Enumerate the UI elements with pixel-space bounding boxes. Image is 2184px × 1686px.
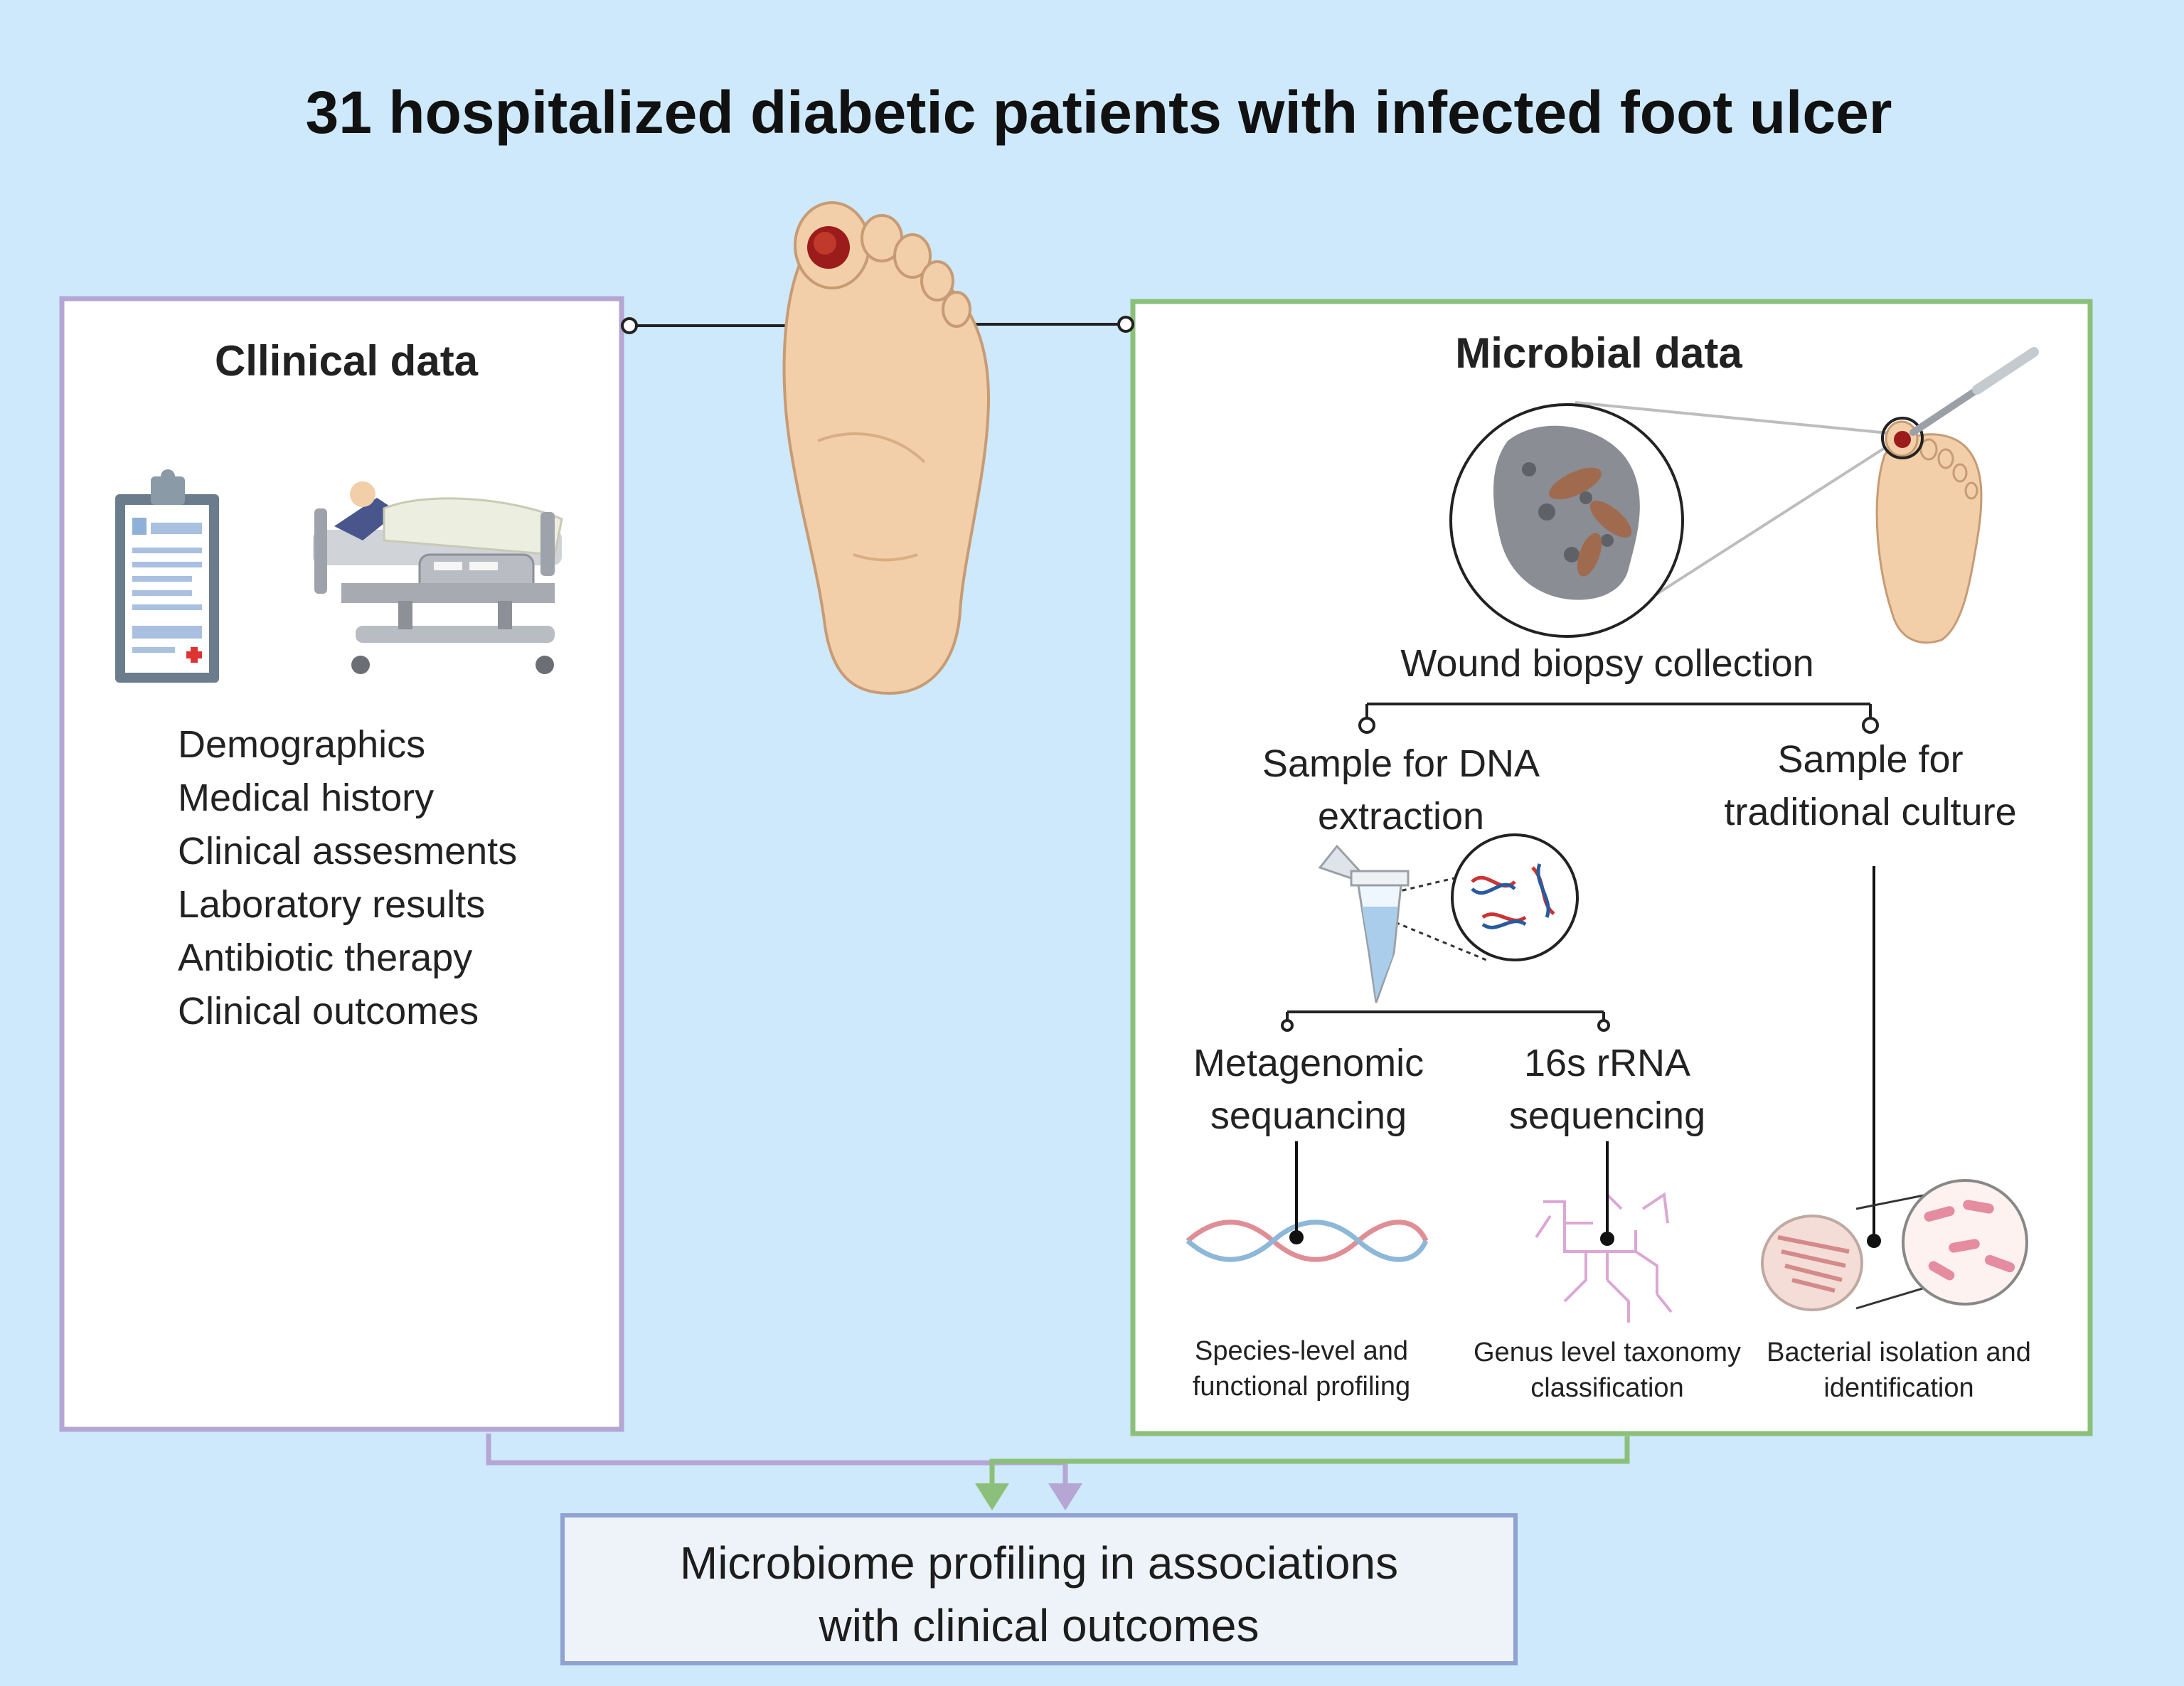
species-profiling-line: Species-level and: [1195, 1336, 1408, 1366]
genus-taxonomy-line: Genus level taxonomy: [1474, 1338, 1741, 1367]
rrna-line: sequencing: [1508, 1094, 1706, 1137]
hospital-bed-icon: [313, 481, 563, 674]
small-foot-icon: [1875, 347, 2039, 644]
biopsy-label: Wound biopsy collection: [1400, 642, 1814, 685]
culture-sample-line: Sample for: [1777, 738, 1964, 781]
dna-helix-icon: [1471, 863, 1555, 929]
species-profiling-label: Species-level and functional profiling: [1159, 1333, 1444, 1404]
microbial-panel-title: Microbial data: [1455, 329, 1742, 377]
bacterial-isolation-label: Bacterial isolation and identification: [1757, 1335, 2041, 1406]
bacterial-isolation-line: identification: [1823, 1373, 1974, 1403]
biopsy-branch-connector: [1358, 703, 1879, 734]
list-item: Antibiotic therapy: [178, 937, 473, 979]
rrna-line: 16s rRNA: [1523, 1042, 1691, 1084]
clipboard-icon: [115, 469, 219, 683]
metagenomic-line: Metagenomic: [1193, 1042, 1424, 1084]
bacterial-isolation-line: Bacterial isolation and: [1767, 1338, 2031, 1367]
list-item: Laboratory results: [178, 883, 486, 926]
sample-tube-icon: [1318, 833, 1579, 1003]
dna-sample-label: Sample for DNA extraction: [1209, 737, 1593, 843]
clinical-data-list: Demographics Medical history Clinical as…: [178, 718, 517, 1038]
metagenomic-dna-icon: [1186, 1141, 1429, 1262]
foot-connector: [621, 316, 1134, 334]
culture-sample-label: Sample for traditional culture: [1678, 733, 2062, 838]
dna-sample-line: extraction: [1317, 795, 1485, 838]
petri-dish-icon: [1761, 1179, 2028, 1311]
outcome-line: with clinical outcomes: [819, 1600, 1259, 1651]
rrna-label: 16s rRNA sequencing: [1465, 1037, 1749, 1142]
dna-branch-connector: [1281, 1010, 1610, 1032]
genus-taxonomy-label: Genus level taxonomy classification: [1458, 1335, 1757, 1406]
foot-illustration: [782, 201, 991, 695]
metagenomic-line: sequancing: [1210, 1094, 1407, 1137]
rrna-tree-icon: [1535, 1141, 1673, 1323]
species-profiling-line: functional profiling: [1192, 1372, 1411, 1402]
microbial-arrow: [975, 1436, 1630, 1510]
outcome-box: Microbiome profiling in associations wit…: [560, 1513, 1518, 1665]
dna-sample-line: Sample for DNA: [1262, 742, 1540, 785]
culture-connector: [1867, 866, 1881, 1248]
clinical-arrow: [486, 1434, 1082, 1510]
list-item: Medical history: [178, 777, 435, 819]
tissue-magnifier-icon: [1449, 401, 1896, 638]
list-item: Clinical assesments: [178, 830, 518, 873]
list-item: Clinical outcomes: [178, 990, 479, 1033]
metagenomic-label: Metagenomic sequancing: [1166, 1037, 1451, 1142]
genus-taxonomy-line: classification: [1530, 1373, 1684, 1403]
culture-sample-line: traditional culture: [1724, 791, 2017, 833]
outcome-line: Microbiome profiling in associations: [679, 1537, 1399, 1589]
clinical-panel-title: Cllinical data: [214, 337, 479, 385]
page-title: 31 hospitalized diabetic patients with i…: [305, 79, 1892, 146]
list-item: Demographics: [178, 723, 426, 766]
